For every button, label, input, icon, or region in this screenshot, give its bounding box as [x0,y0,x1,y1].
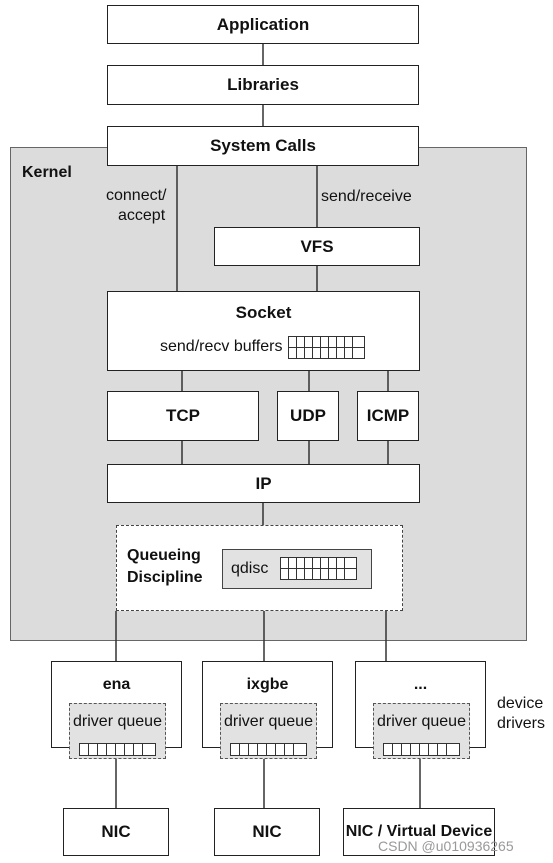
udp-box: UDP [277,391,339,441]
driver-ixgbe-box: ixgbe driver queue [202,661,333,759]
queueing-label: Queueing [127,547,201,564]
driver-queue-panel: driver queue [69,703,166,759]
driver-queue-panel: driver queue [220,703,317,759]
ip-box: IP [107,464,420,503]
libraries-box: Libraries [107,65,419,105]
driver-queue-label: driver queue [377,713,466,730]
send-receive-label: send/receive [321,188,412,205]
icmp-box: ICMP [357,391,419,441]
send-recv-buffers-label: send/recv buffers [160,338,283,355]
socket-box: Socket send/recv buffers [107,291,420,371]
device-label: device [497,695,544,712]
driver-queue-label: driver queue [224,713,313,730]
nic-box-2: NIC [214,808,320,856]
driver-name: ena [102,676,131,693]
qdisc-grid [280,557,357,580]
connect-label: connect/ [106,187,167,204]
drivers-label: drivers [497,715,546,732]
driver-name: ixgbe [246,676,289,693]
nic-box-1: NIC [63,808,169,856]
queueing-discipline-title: Queueing Discipline [127,545,203,589]
queueing-discipline-box: Queueing Discipline qdisc [116,525,403,611]
vfs-box: VFS [214,227,420,266]
driver-ena-box: ena driver queue [51,661,182,759]
watermark: CSDN @u010936265 [378,838,514,854]
driver-queue-grid [79,743,156,756]
driver-queue-label: driver queue [73,713,162,730]
application-box: Application [107,5,419,44]
driver-queue-grid [230,743,307,756]
system-calls-box: System Calls [107,126,419,166]
socket-title: Socket [235,303,292,322]
driver-other-box: ... driver queue [355,661,486,759]
qdisc-panel: qdisc [222,549,372,589]
driver-queue-panel: driver queue [373,703,470,759]
nic-virtual-device-box: NIC / Virtual Device [343,808,495,856]
tcp-box: TCP [107,391,259,441]
discipline-label: Discipline [127,569,203,586]
device-drivers-label: device drivers [497,694,545,734]
qdisc-label: qdisc [231,560,269,577]
connect-accept-label: connect/ accept [106,186,166,226]
driver-name: ... [413,676,428,693]
driver-queue-grid [383,743,460,756]
kernel-label: Kernel [22,164,72,181]
socket-buffer-grid [288,336,365,359]
accept-label: accept [118,207,166,224]
